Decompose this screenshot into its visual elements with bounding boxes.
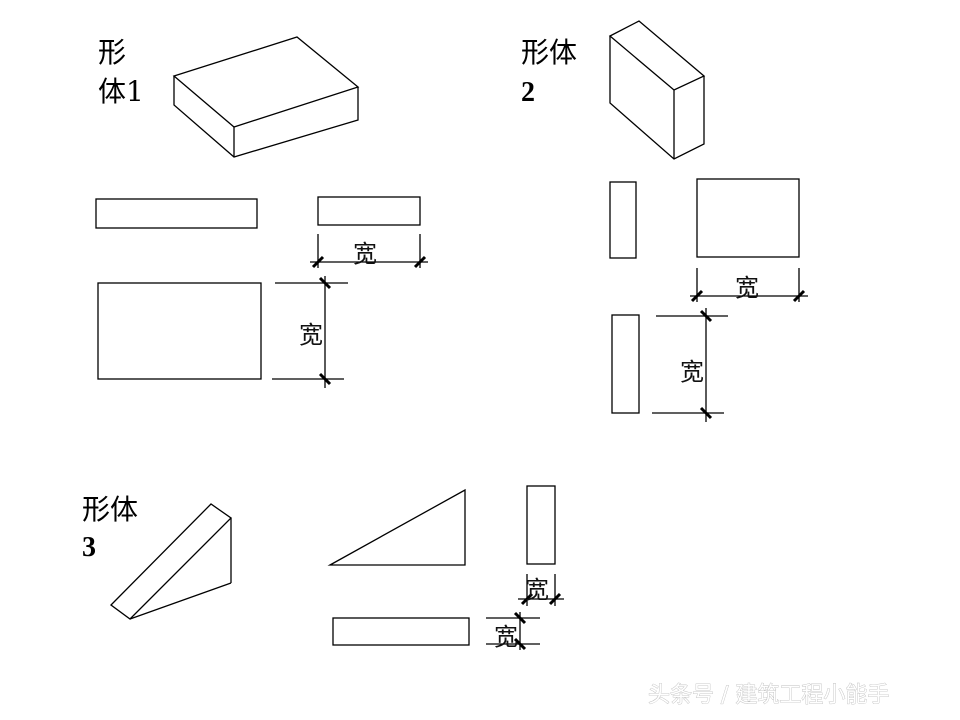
shape-1-top-view — [97, 282, 262, 380]
shape-1-width-dimension-vertical: 宽 — [272, 276, 348, 388]
shape-2: 形体 2 宽 宽 — [521, 20, 808, 422]
shape-2-top-view — [611, 314, 640, 414]
shape-2-front-view — [696, 178, 800, 258]
shape-1-width-dimension-horizontal: 宽 — [310, 234, 428, 269]
shape-3-title-line1: 形体 — [82, 493, 138, 526]
width-label: 宽 — [525, 576, 549, 604]
shape-2-isometric-box — [608, 20, 706, 160]
width-label: 宽 — [494, 623, 518, 651]
shape-3-top-view — [332, 617, 470, 646]
shape-1-side-view — [317, 196, 421, 226]
shape-3-isometric-wedge — [110, 503, 233, 620]
shape-2-side-view — [609, 181, 637, 259]
width-label: 宽 — [735, 274, 759, 302]
shape-3-width-dimension-vertical: 宽 — [486, 611, 540, 651]
shape-1-title-line1: 形 — [98, 36, 126, 69]
width-label: 宽 — [299, 321, 323, 349]
width-label: 宽 — [680, 358, 704, 386]
shape-1-isometric-box — [172, 36, 360, 158]
shape-2-width-dimension-vertical: 宽 — [652, 308, 728, 422]
shape-2-width-dimension-horizontal: 宽 — [690, 268, 808, 303]
watermark: 头条号 / 建筑工程小能手 — [648, 683, 889, 708]
shape-3-title-line2: 3 — [82, 532, 96, 563]
shape-1-front-view — [95, 198, 258, 229]
shape-3-width-dimension-horizontal: 宽 — [518, 574, 564, 606]
shape-3: 形体 3 宽 宽 — [82, 485, 564, 651]
shape-1: 形 体1 宽 宽 — [95, 36, 428, 388]
shape-3-front-view — [327, 488, 466, 566]
width-label: 宽 — [353, 240, 377, 268]
shape-2-title-line2: 2 — [521, 77, 535, 108]
shape-2-title-line1: 形体 — [521, 36, 577, 69]
shape-1-title-line2: 体1 — [98, 75, 144, 108]
shape-3-side-view — [526, 485, 556, 565]
